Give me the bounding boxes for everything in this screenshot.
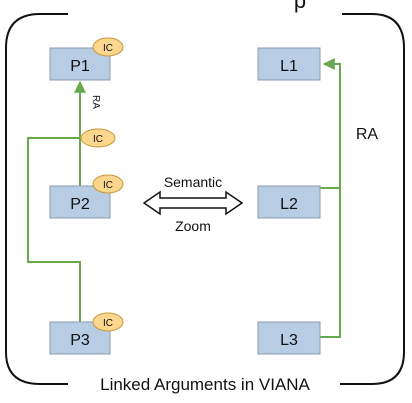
node-l2: L2 [257,185,321,219]
node-p2-badge-label: IC [103,180,113,191]
caption: Linked Arguments in VIANA [100,375,310,394]
relation-node-badge [80,128,116,148]
semantic-zoom-arrow: Semantic Zoom [142,174,244,234]
edge-l3-l2 [320,188,341,338]
left-relation-label: RA [90,95,101,109]
header-fragment: p [294,0,306,13]
node-p3: P3 IC [49,312,124,355]
outer-frame [5,13,405,385]
edge-l2-l1 [320,58,341,189]
node-l1: L1 [257,47,321,81]
right-relation-label: RA [356,126,379,143]
node-l3-label: L3 [280,332,298,349]
zoom-label-bottom: Zoom [175,218,211,234]
node-p1: P1 IC [49,37,124,81]
node-p2-badge [92,174,124,194]
node-p2: P2 IC [49,174,124,219]
double-arrow-icon [142,190,244,216]
node-p3-badge [92,312,124,332]
edge-p3-relation [27,137,81,322]
zoom-label-top: Semantic [164,174,222,190]
node-l2-label: L2 [280,196,298,213]
relation-node-badge-label: IC [93,134,103,145]
node-l3: L3 [257,321,321,355]
node-l1-label: L1 [280,58,298,75]
node-p3-badge-label: IC [103,318,113,329]
relation-node: IC [80,128,116,148]
node-p2-label: P2 [70,196,90,213]
node-p1-badge-label: IC [103,43,113,54]
node-p3-label: P3 [70,332,90,349]
node-p1-label: P1 [70,58,90,75]
node-p1-badge [92,37,124,57]
